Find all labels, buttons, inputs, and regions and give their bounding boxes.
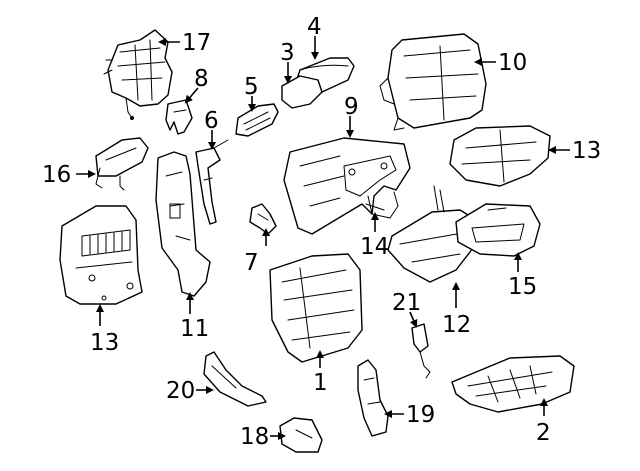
part-18-end-cap — [279, 417, 323, 453]
callout-2: 2 — [536, 420, 551, 446]
callout-6: 6 — [204, 108, 219, 134]
part-2-seat-base — [451, 355, 575, 413]
part-9-seatback-frame — [283, 137, 411, 235]
callout-17: 17 — [182, 30, 211, 56]
part-10-seatback-cushion — [379, 33, 487, 131]
callout-10: 10 — [498, 50, 527, 76]
part-20-side-trim — [203, 351, 267, 407]
callout-18: 18 — [240, 424, 269, 450]
callout-7: 7 — [244, 250, 259, 276]
part-17-seat-adjuster — [103, 29, 173, 120]
leader-lines — [76, 36, 570, 440]
part-11-side-shield — [155, 151, 211, 297]
part-16-lumbar-motor — [95, 137, 149, 191]
part-15-cushion-pan — [455, 203, 541, 257]
callout-9: 9 — [344, 94, 359, 120]
part-13-cushion-pad — [449, 125, 551, 187]
part-6-pivot-shaft — [195, 139, 229, 225]
callout-14: 14 — [360, 234, 389, 260]
part-13-back-panel — [59, 205, 143, 305]
callout-5: 5 — [244, 74, 259, 100]
callout-13-right: 13 — [572, 138, 601, 164]
part-5-armrest-cover — [235, 103, 279, 137]
part-14-wire-bracket — [365, 191, 399, 219]
callout-1: 1 — [313, 370, 328, 396]
callout-15: 15 — [508, 274, 537, 300]
callout-16: 16 — [42, 162, 71, 188]
part-8-trim-clip — [165, 99, 193, 135]
part-7-bracket — [249, 203, 277, 235]
part-3-4-headrest — [281, 57, 355, 109]
callout-3: 3 — [280, 40, 295, 66]
part-21-harness — [411, 323, 431, 379]
callout-4: 4 — [307, 14, 322, 40]
callout-13-left: 13 — [90, 330, 119, 356]
callout-20: 20 — [166, 378, 195, 404]
callout-12: 12 — [442, 312, 471, 338]
callout-19: 19 — [406, 402, 435, 428]
callout-11: 11 — [180, 316, 209, 342]
part-1-seatback-shell — [269, 253, 363, 363]
part-19-recliner-trim — [357, 359, 389, 437]
callout-21: 21 — [392, 290, 421, 316]
callout-8: 8 — [194, 66, 209, 92]
